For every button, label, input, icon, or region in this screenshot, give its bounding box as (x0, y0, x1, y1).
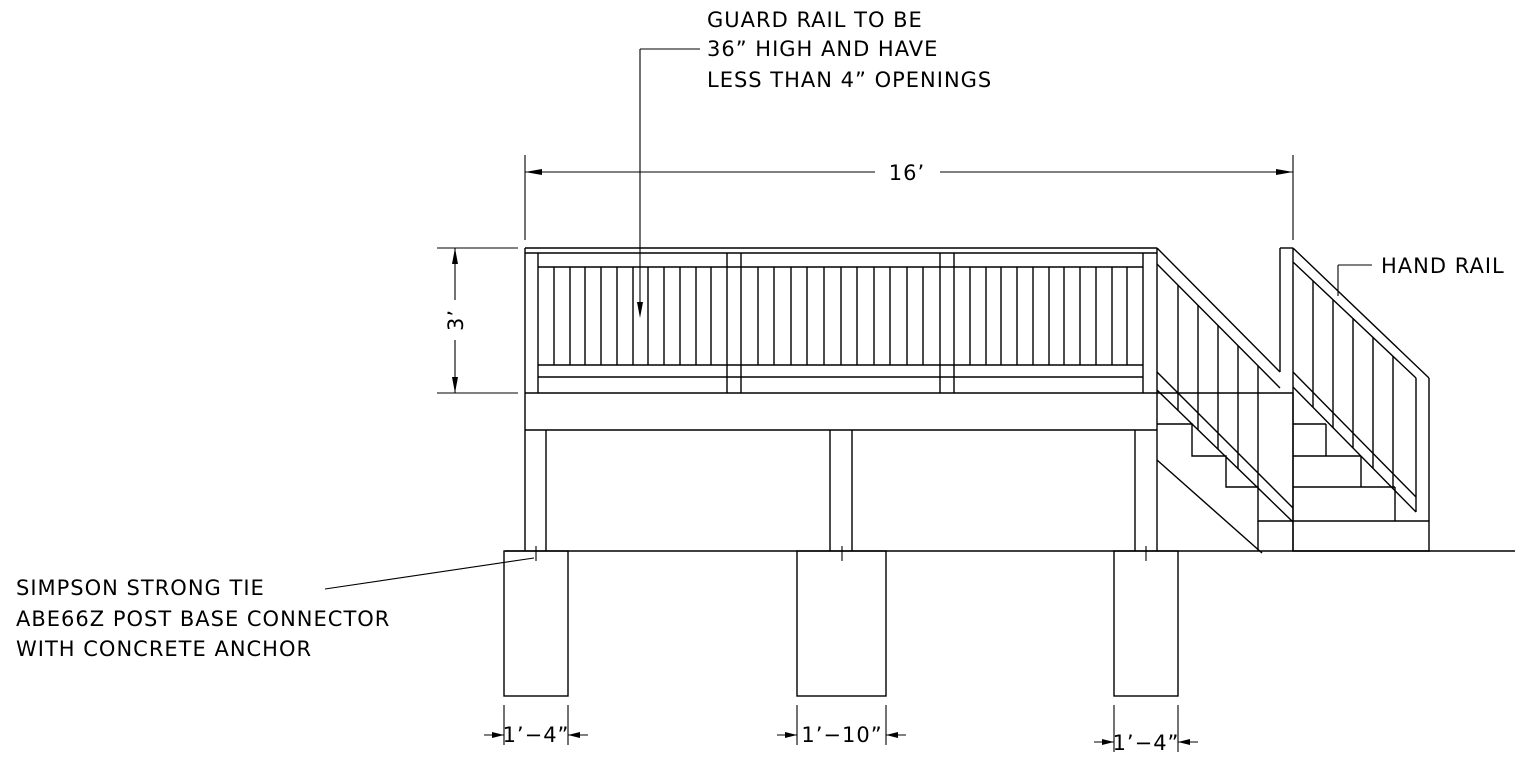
stairs (1156, 247, 1430, 554)
note-post-base-line-3: WITH CONCRETE ANCHOR (16, 637, 312, 661)
note-guard-rail-line-2: 36” HIGH AND HAVE (707, 37, 938, 61)
dimension-footing-center: 1’−10” (777, 705, 906, 747)
footing-left (503, 550, 569, 697)
stair-balusters (1177, 285, 1259, 488)
note-post-base-line-2: ABE66Z POST BASE CONNECTOR (16, 607, 390, 631)
note-hand-rail-label: HAND RAIL (1381, 254, 1505, 278)
deck-rim-joist (524, 248, 1157, 431)
dimension-footing-right: 1’−4” (1094, 705, 1198, 755)
note-guard-rail-line-3: LESS THAN 4” OPENINGS (707, 68, 992, 92)
note-post-base: SIMPSON STRONG TIE ABE66Z POST BASE CONN… (16, 557, 535, 661)
guard-rail (525, 247, 1158, 430)
footings (503, 546, 1179, 697)
dimension-footing-left-label: 1’−4” (503, 723, 570, 747)
note-hand-rail: HAND RAIL (1337, 254, 1505, 296)
dimension-rail-height: 3’ (437, 247, 518, 394)
footing-center (796, 550, 887, 697)
dimension-footing-right-label: 1’−4” (1113, 731, 1180, 755)
footing-right (1113, 550, 1179, 697)
deck-posts (524, 430, 1158, 551)
dimension-overall: 16’ (524, 155, 1294, 240)
guard-rail-balusters (553, 267, 1128, 365)
note-post-base-line-1: SIMPSON STRONG TIE (16, 576, 265, 600)
hand-rail-balusters (1312, 281, 1394, 489)
dimension-overall-label: 16’ (889, 161, 925, 185)
note-guard-rail-line-1: GUARD RAIL TO BE (707, 8, 923, 32)
dimension-footing-center-label: 1’−10” (801, 723, 882, 747)
dimension-footing-left: 1’−4” (484, 705, 588, 747)
dimension-rail-height-label: 3’ (444, 309, 468, 331)
note-guard-rail: GUARD RAIL TO BE 36” HIGH AND HAVE LESS … (637, 8, 992, 318)
